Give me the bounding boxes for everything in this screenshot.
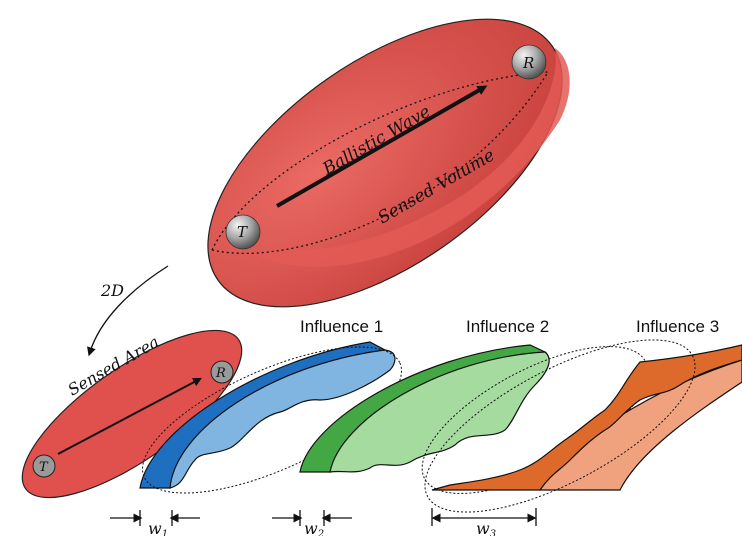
width-3-sub: 3 — [490, 529, 496, 536]
influence-2-title: Influence 2 — [466, 317, 549, 336]
ballistic-wave-arrow — [276, 85, 488, 208]
influence-3: Influence 3 — [424, 317, 742, 513]
area-transmitter-label: T — [39, 460, 49, 475]
influence-1-light-face — [169, 349, 396, 489]
transmitter-sphere — [225, 214, 261, 250]
volume-ellipsoid — [207, 18, 563, 308]
influence-1-outline — [141, 346, 403, 494]
influence-3-outline — [424, 339, 696, 513]
influence-1: Influence 1 — [139, 317, 403, 494]
width-1-label: w — [148, 519, 162, 536]
width-marker-2: w2 — [272, 510, 352, 536]
width-3-label: w — [476, 519, 490, 536]
width-marker-3: w3 — [431, 508, 537, 536]
projection-label: 2D — [100, 281, 124, 300]
receiver-label: R — [522, 54, 534, 72]
sensed-area-arrow — [57, 377, 202, 455]
area-transmitter-disc — [32, 454, 56, 478]
width-marker-1: w1 — [110, 510, 200, 536]
projection-arrow — [87, 265, 169, 357]
width-1-sub: 1 — [162, 529, 168, 536]
transmitter-label: T — [237, 223, 248, 241]
area-receiver-label: R — [215, 366, 226, 381]
sensed-volume: Ballistic Wave Sensed Volume T R — [207, 18, 570, 308]
area-receiver-disc — [210, 360, 234, 384]
influence-1-title: Influence 1 — [300, 317, 383, 336]
receiver-sphere — [511, 44, 547, 80]
influence-3-title: Influence 3 — [636, 317, 719, 336]
width-2-sub: 2 — [317, 529, 324, 536]
projection-arrow-group: 2D — [87, 265, 169, 357]
influence-2-light-face — [329, 351, 550, 473]
svg-text:w1: w1 — [148, 519, 168, 536]
volume-meridian — [211, 71, 549, 254]
svg-text:w2: w2 — [304, 519, 324, 536]
svg-text:w3: w3 — [476, 519, 496, 536]
width-2-label: w — [304, 519, 318, 536]
volume-meridian-back — [211, 71, 549, 251]
